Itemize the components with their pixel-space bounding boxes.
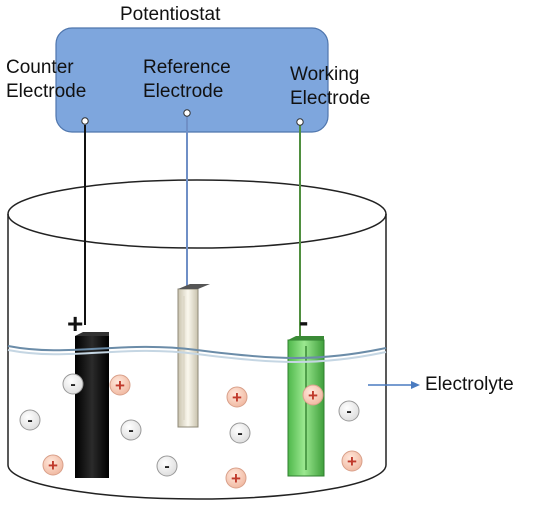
svg-text:-: - <box>128 422 133 439</box>
electrolyte-surface-highlight <box>7 349 387 363</box>
electrolyte-pointer-arrowhead <box>411 381 420 389</box>
beaker <box>7 179 387 500</box>
counter-terminal <box>81 117 89 125</box>
cation: + <box>341 450 363 472</box>
reference-electrode <box>177 284 210 428</box>
potentiostat-title: Potentiostat <box>120 4 221 25</box>
svg-text:+: + <box>232 388 242 407</box>
anion: - <box>62 373 84 395</box>
potentiostat-box <box>55 27 329 133</box>
reference-electrode-label-line2: Electrode <box>143 81 224 102</box>
beaker-bottom <box>7 464 387 500</box>
electrolyte-surface <box>7 345 387 359</box>
reference-terminal <box>183 109 191 117</box>
cation: + <box>225 467 247 489</box>
anion: - <box>120 419 142 441</box>
working-terminal <box>296 118 304 126</box>
svg-text:+: + <box>308 386 318 405</box>
cation: + <box>42 454 64 476</box>
svg-text:+: + <box>115 376 125 395</box>
counter-polarity-sign: + <box>67 308 84 339</box>
anion: - <box>19 409 41 431</box>
cation: + <box>226 386 248 408</box>
reference-electrode-label-line1: Reference <box>143 57 231 78</box>
anion: - <box>156 455 178 477</box>
svg-text:-: - <box>237 425 242 442</box>
working-electrode-label-line1: Working <box>290 64 360 85</box>
ions: + + + + + + - <box>19 373 363 489</box>
svg-text:-: - <box>70 376 75 393</box>
anion: - <box>229 422 251 444</box>
cation: + <box>109 374 131 396</box>
cation: + <box>302 384 324 406</box>
counter-electrode-label-line2: Electrode <box>6 81 87 102</box>
working-electrode-label-line2: Electrode <box>290 88 371 109</box>
svg-text:+: + <box>48 456 58 475</box>
counter-electrode <box>75 332 109 478</box>
working-polarity-sign: - <box>299 306 309 337</box>
svg-text:-: - <box>164 458 169 475</box>
svg-text:+: + <box>347 452 357 471</box>
svg-text:-: - <box>27 412 32 429</box>
svg-text:+: + <box>231 469 241 488</box>
counter-electrode-label-line1: Counter <box>6 57 74 78</box>
beaker-rim <box>7 179 387 249</box>
anion: - <box>338 400 360 422</box>
electrolyte-label: Electrolyte <box>425 374 514 395</box>
svg-text:-: - <box>346 403 351 420</box>
